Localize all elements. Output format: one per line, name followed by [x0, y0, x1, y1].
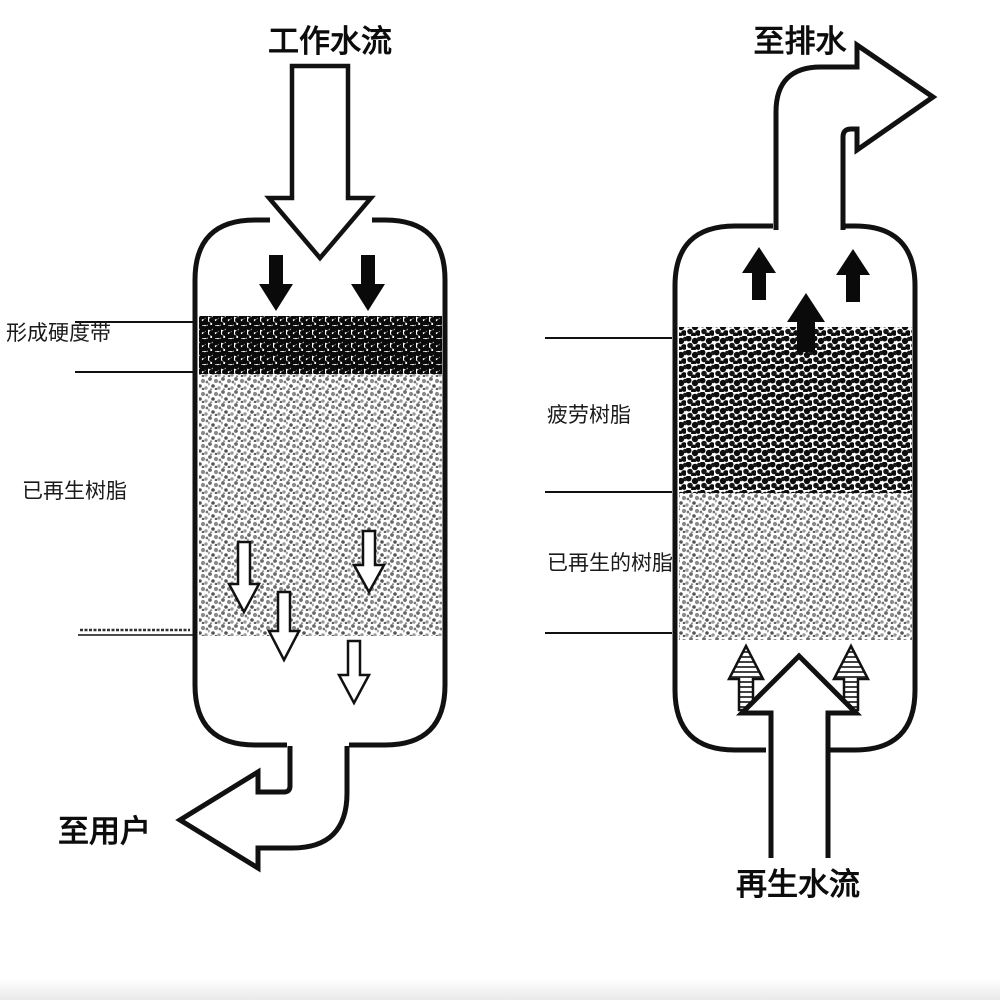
- left-hardness-band-region: [199, 316, 442, 374]
- treated-water-arrow: [266, 590, 302, 663]
- to-drain-arrow: [773, 40, 938, 230]
- left-regenerated-resin-label: 已再生树脂: [22, 480, 127, 503]
- working-flow-inlet-arrow: [264, 63, 376, 262]
- page-bottom-shading: [0, 978, 1000, 1000]
- drain-arrow-fill: [776, 45, 933, 228]
- treated-water-arrow: [336, 639, 372, 706]
- right-regenerated-resin-region: [679, 493, 912, 640]
- up-flow-arrow: [836, 249, 870, 302]
- down-flow-arrow: [259, 255, 293, 311]
- working-flow-label: 工作水流: [268, 24, 392, 59]
- exhausted-resin-label: 疲劳树脂: [547, 404, 631, 427]
- right-vessel: 至排水 疲劳树脂 已再生的树脂 再生水流: [545, 24, 938, 902]
- regeneration-flow-label: 再生水流: [736, 867, 860, 902]
- regeneration-inlet-arrow: [735, 652, 863, 858]
- right-vessel-shell-right: [830, 223, 918, 753]
- up-flow-arrow: [742, 247, 776, 300]
- left-vessel-shell-left: [192, 217, 287, 748]
- to-drain-label: 至排水: [754, 24, 848, 59]
- left-vessel: 工作水流 形成硬度带 已再生树脂 至用户: [6, 24, 448, 873]
- hardness-band-label: 形成硬度带: [6, 322, 111, 345]
- treated-water-arrow: [351, 529, 387, 595]
- right-exhausted-resin-region: [679, 327, 912, 493]
- brine-flow-arrow: [831, 643, 871, 712]
- to-user-label: 至用户: [58, 814, 151, 849]
- treated-water-arrow: [226, 540, 262, 615]
- outlet-arrow-fill: [180, 744, 347, 868]
- right-regenerated-resin-label: 已再生的树脂: [547, 552, 673, 575]
- right-vessel-shell-left: [672, 223, 773, 753]
- up-flow-arrow: [787, 293, 825, 352]
- left-vessel-shell-right: [349, 217, 448, 748]
- down-flow-arrow: [351, 255, 385, 311]
- regen-arrow-fill: [742, 656, 856, 858]
- to-user-outlet-arrow: [175, 746, 350, 873]
